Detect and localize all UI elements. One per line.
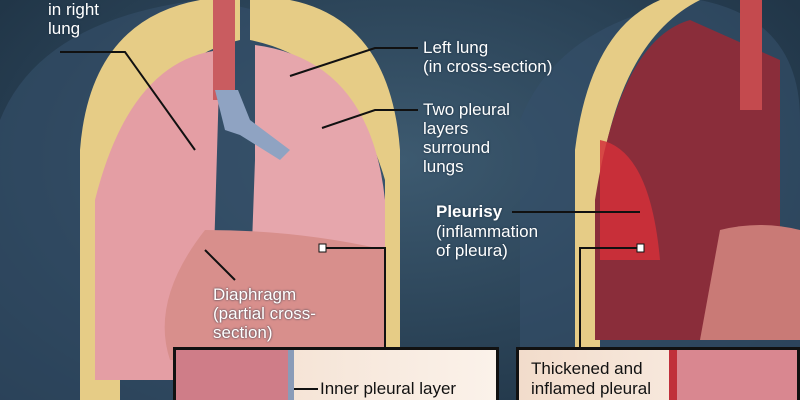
inset-inflamed-pleura: Thickened and inflamed pleural — [516, 347, 800, 400]
pleurisy-label: Pleurisy — [436, 202, 503, 221]
inner-pleural-label: Inner pleural layer — [320, 379, 457, 398]
inset-leader — [294, 388, 318, 390]
thickened-pleural-layer — [669, 350, 677, 400]
leader-lines — [60, 47, 640, 347]
inflamed-pleural-label: Thickened and inflamed pleural — [531, 359, 652, 398]
diaphragm — [164, 230, 385, 360]
inflamed-region — [600, 140, 660, 260]
diaphragm-inflamed — [700, 225, 800, 340]
bronchus — [215, 90, 290, 160]
chest-wall-right — [250, 0, 400, 400]
inset-tissue — [176, 350, 291, 400]
left-lung-label: Left lung (in cross-section) — [423, 38, 553, 76]
diaphragm-label: Diaphragm (partial cross- section) — [213, 285, 316, 342]
chest-wall-inflamed — [575, 0, 700, 400]
pleurisy-description: (inflammation of pleura) — [436, 222, 539, 260]
trachea — [213, 0, 235, 100]
inset-marker-inflamed — [636, 243, 645, 253]
right-lung-label: in right lung — [48, 0, 100, 38]
inset-marker-healthy — [318, 243, 327, 253]
inset-tissue-inflamed — [677, 350, 797, 400]
pleural-layers-label: Two pleural layers surround lungs — [423, 100, 510, 176]
inset-healthy-pleura: Inner pleural layer — [173, 347, 499, 400]
inner-pleural-layer — [288, 350, 294, 400]
aorta — [740, 0, 762, 110]
